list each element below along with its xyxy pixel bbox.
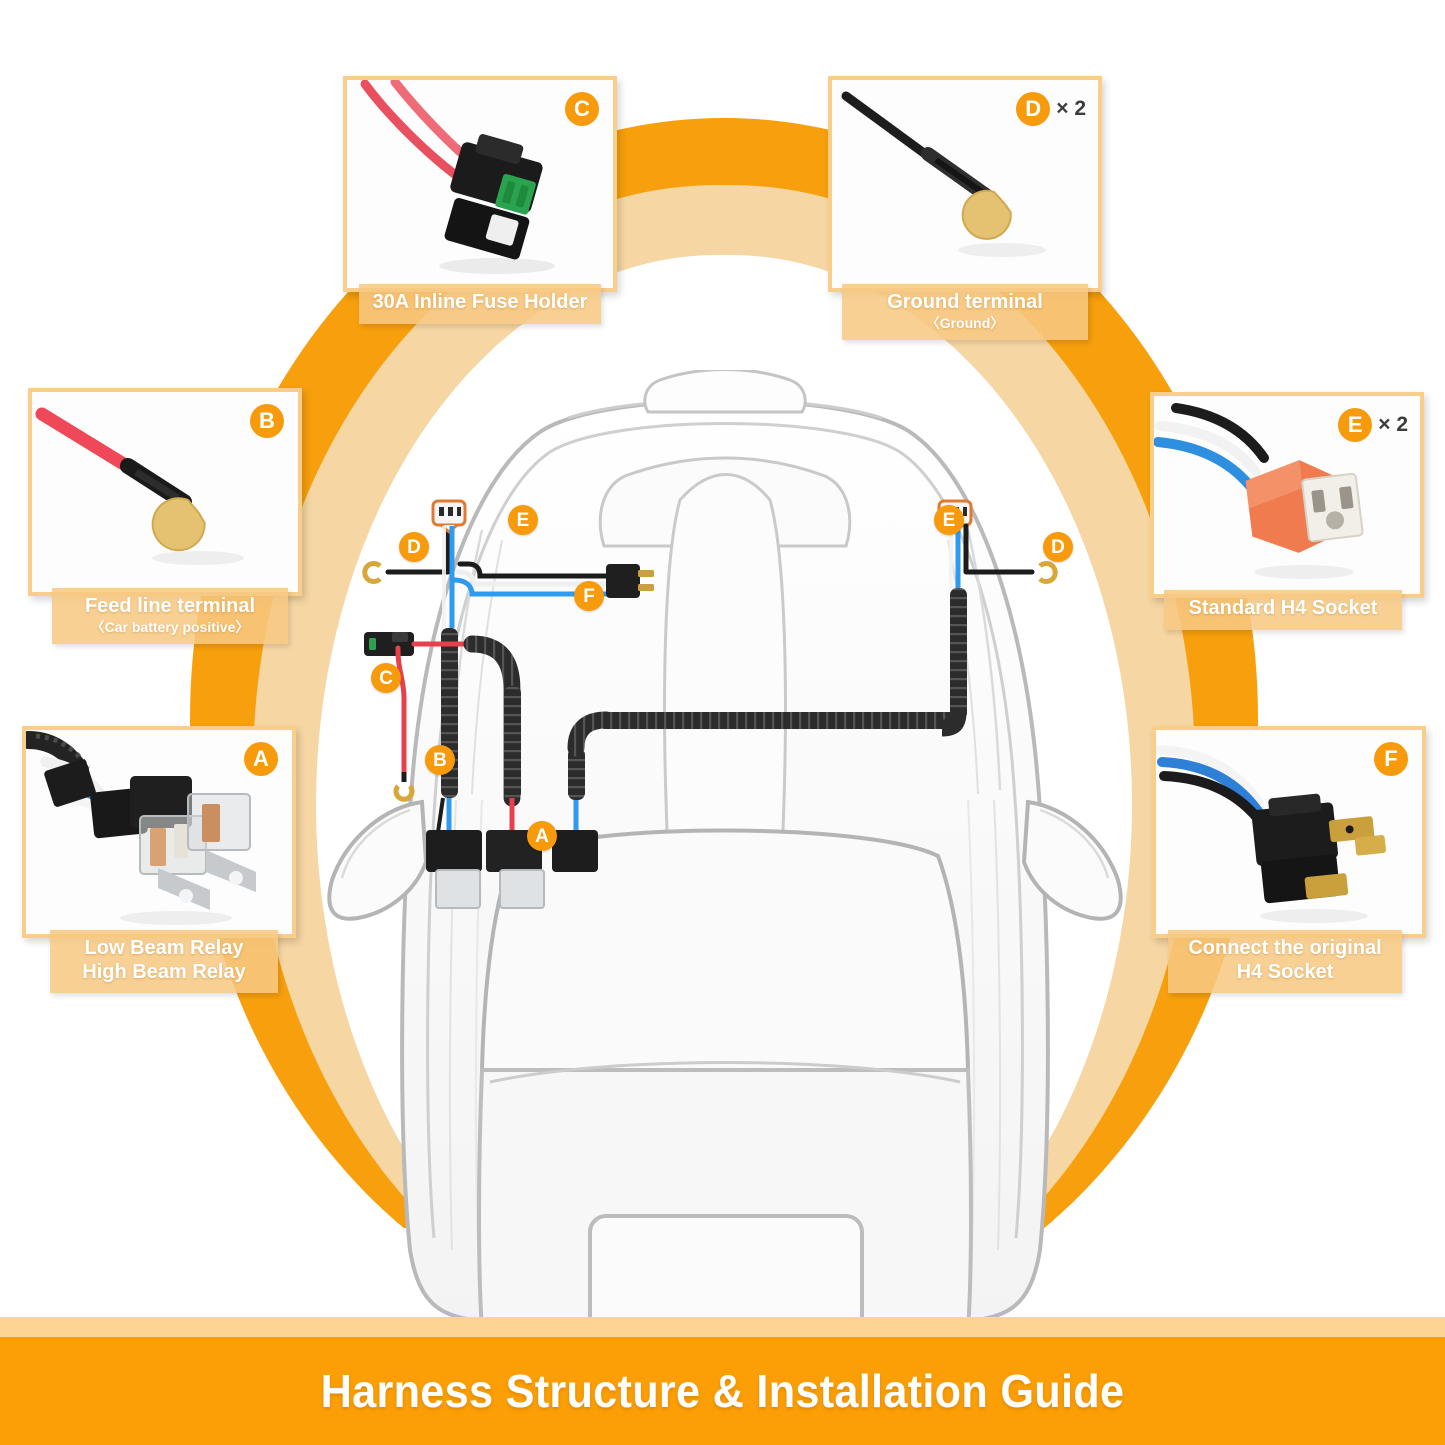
diagram-marker-b: B	[425, 745, 455, 775]
diagram-marker-c: C	[371, 663, 401, 693]
panel-badge-b: B	[250, 404, 284, 438]
panel-qty-d: × 2	[1056, 97, 1086, 120]
panel-badge-e: E	[1338, 408, 1373, 442]
panel-feed-line-terminal[interactable]: B Feed line terminal 〈Car battery positi…	[28, 388, 302, 645]
panel-caption-a: Low Beam Relay High Beam Relay	[50, 930, 278, 994]
panel-original-h4-connector[interactable]: F Connect the original H4 Socket	[1152, 726, 1426, 994]
diagram-marker-e-right: E	[934, 505, 964, 535]
bottom-banner: Harness Structure & Installation Guide	[0, 1337, 1445, 1445]
wiring-harness-routing	[340, 480, 1100, 910]
panel-caption-c: 30A Inline Fuse Holder	[359, 284, 601, 324]
panel-badge-a: A	[244, 742, 278, 776]
panel-caption-e: Standard H4 Socket	[1164, 590, 1402, 630]
panel-badge-row-e: E × 2	[1338, 408, 1408, 442]
panel-badge-d: D	[1016, 92, 1051, 126]
ground-terminal-photo: D × 2	[828, 76, 1102, 292]
banner-title: Harness Structure & Installation Guide	[320, 1365, 1125, 1417]
banner-top-stripe	[0, 1317, 1445, 1337]
diagram-marker-f: F	[574, 581, 604, 611]
panel-title-d: Ground terminal	[887, 291, 1043, 313]
panel-qty-e: × 2	[1378, 413, 1408, 436]
panel-ground-terminal[interactable]: D × 2 Ground terminal 〈Ground〉	[828, 76, 1102, 341]
car-top-view-illustration	[250, 370, 1200, 1330]
diagram-marker-d-left: D	[399, 532, 429, 562]
panel-title-f: Connect the original	[1188, 937, 1382, 959]
diagram-marker-a: A	[527, 821, 557, 851]
panel-title-b: Feed line terminal	[84, 595, 256, 617]
panel-title-a: Low Beam Relay	[84, 937, 244, 959]
h4-socket-photo: E × 2	[1150, 392, 1424, 598]
diagram-marker-e-left: E	[508, 505, 538, 535]
panel-inline-fuse-holder[interactable]: C 30A Inline Fuse Holder	[343, 76, 617, 324]
panel-subtitle-f: H4 Socket	[1236, 960, 1334, 983]
panel-subtitle-d: 〈Ground〉	[925, 314, 1005, 331]
panel-title-c: 30A Inline Fuse Holder	[372, 291, 588, 313]
panel-beam-relays[interactable]: A Low Beam Relay High Beam Relay	[22, 726, 296, 994]
feed-line-terminal-photo: B	[28, 388, 302, 596]
panel-caption-f: Connect the original H4 Socket	[1168, 930, 1402, 994]
h4-connector-photo: F	[1152, 726, 1426, 938]
panel-title-e: Standard H4 Socket	[1188, 597, 1378, 619]
panel-caption-d: Ground terminal 〈Ground〉	[842, 284, 1088, 341]
panel-badge-f: F	[1374, 742, 1408, 776]
panel-badge-c: C	[565, 92, 599, 126]
diagram-marker-d-right: D	[1043, 532, 1073, 562]
relay-pair-photo: A	[22, 726, 296, 938]
panel-caption-b: Feed line terminal 〈Car battery positive…	[52, 588, 288, 645]
inline-fuse-holder-photo: C	[343, 76, 617, 292]
panel-badge-row-d: D × 2	[1016, 92, 1086, 126]
panel-subtitle-b: 〈Car battery positive〉	[90, 618, 250, 635]
panel-standard-h4-socket[interactable]: E × 2 Standard H4 Socket	[1150, 392, 1424, 630]
panel-subtitle-a: High Beam Relay	[82, 960, 246, 983]
